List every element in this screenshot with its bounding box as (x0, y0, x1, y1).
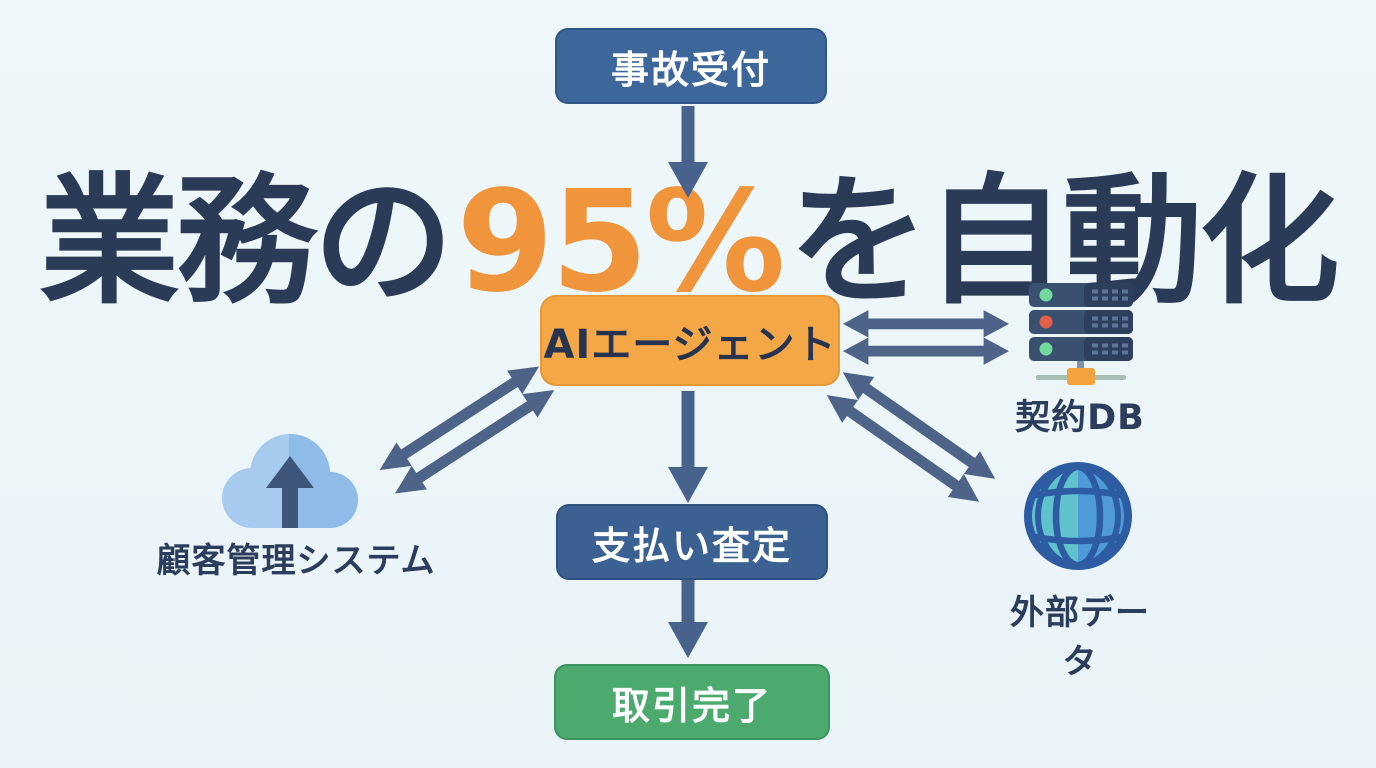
arrow-down-icon (668, 106, 708, 198)
headline: 業務の 95% を自動化 (0, 158, 1376, 328)
node-ai-agent-label: AIエージェント (543, 321, 837, 368)
cloud-upload-icon (222, 434, 358, 528)
arrow-down-icon (668, 578, 708, 658)
node-accident-reception-label: 事故受付 (610, 47, 771, 92)
node-payment-assessment: 支払い査定 (556, 504, 828, 580)
node-transaction-complete-label: 取引完了 (611, 683, 772, 728)
double-sync-arrow-icon (843, 310, 1009, 365)
crm-system-label: 顧客管理システム (156, 541, 436, 581)
node-payment-assessment-label: 支払い査定 (591, 523, 792, 568)
external-data-label: 外部データ (1010, 593, 1150, 682)
double-sync-arrow-icon (826, 372, 996, 502)
double-sync-arrow-icon (379, 366, 555, 494)
node-accident-reception: 事故受付 (555, 28, 827, 104)
globe-icon (1024, 462, 1132, 570)
contract-db-label: 契約DB (1015, 398, 1145, 438)
node-ai-agent: AIエージェント (540, 295, 840, 386)
node-transaction-complete: 取引完了 (554, 664, 830, 740)
arrow-down-icon (668, 391, 708, 503)
headline-highlight: 95% (456, 161, 785, 324)
headline-prefix: 業務の (39, 161, 453, 324)
server-rack-icon (1029, 283, 1133, 385)
